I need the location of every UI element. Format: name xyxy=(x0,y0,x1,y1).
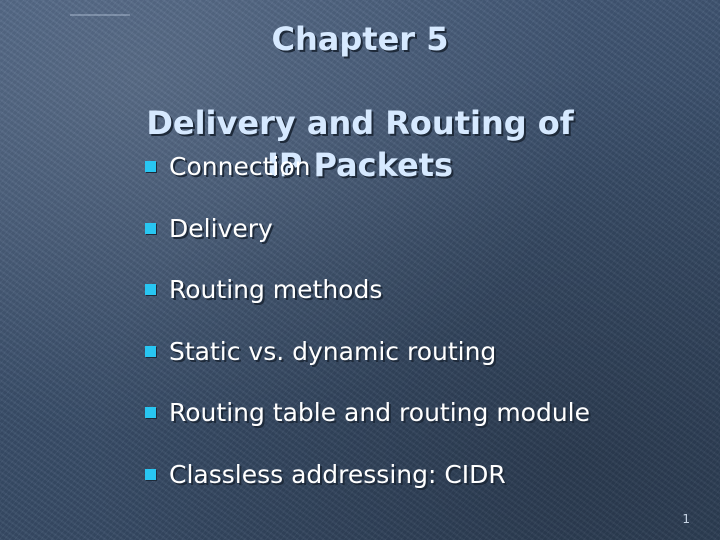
square-bullet-icon xyxy=(145,222,156,234)
bullet-item: Routing methods xyxy=(145,259,590,321)
header-decoration xyxy=(70,14,130,16)
bullet-text: Connection xyxy=(169,152,311,182)
bullet-item: Static vs. dynamic routing xyxy=(145,321,590,383)
title-line-1: Chapter 5 Delivery and Routing of xyxy=(0,18,720,144)
bullet-text: Routing methods xyxy=(169,275,383,305)
title-chapter: Chapter 5 xyxy=(271,20,449,58)
bullet-item: Connection xyxy=(145,136,590,198)
bullet-text: Classless addressing: CIDR xyxy=(169,459,506,489)
slide-title: Chapter 5 Delivery and Routing of IP Pack… xyxy=(0,18,720,186)
square-bullet-icon xyxy=(145,345,156,357)
bullet-list: Connection Delivery Routing methods Stat… xyxy=(145,136,590,505)
square-bullet-icon xyxy=(145,468,156,480)
title-line-2: IP Packets xyxy=(266,146,454,184)
title-topic: Delivery and Routing of xyxy=(146,104,574,142)
bullet-item: Delivery xyxy=(145,198,590,260)
square-bullet-icon xyxy=(145,161,156,173)
bullet-text: Delivery xyxy=(169,213,273,243)
square-bullet-icon xyxy=(145,284,156,296)
bullet-text: Static vs. dynamic routing xyxy=(169,336,497,366)
bullet-item: Classless addressing: CIDR xyxy=(145,444,590,506)
bullet-text: Routing table and routing module xyxy=(169,398,591,428)
square-bullet-icon xyxy=(145,407,156,419)
bullet-item: Routing table and routing module xyxy=(145,382,590,444)
page-number: 1 xyxy=(682,512,690,526)
